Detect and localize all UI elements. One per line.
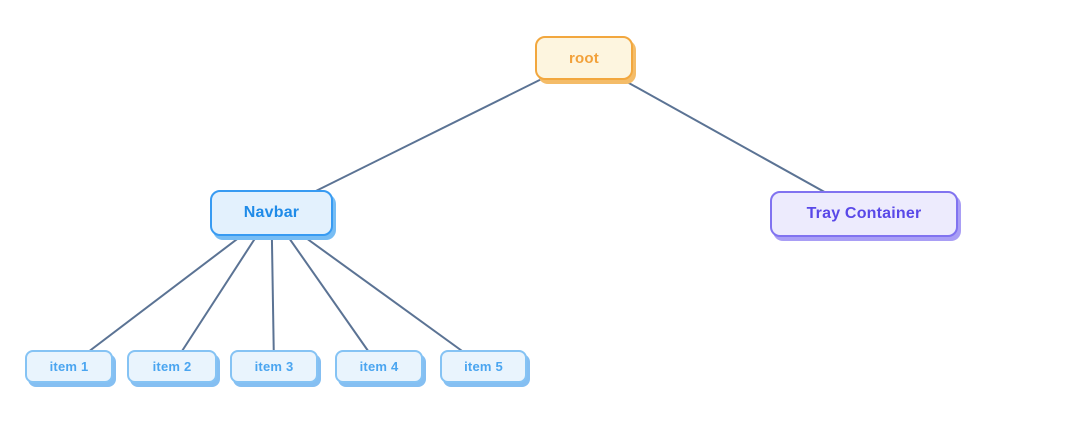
- tree-node-tray[interactable]: Tray Container: [770, 191, 958, 237]
- tree-node-item3[interactable]: item 3: [230, 350, 318, 383]
- tree-edge-navbar-item4: [270, 212, 380, 368]
- tree-node-item2[interactable]: item 2: [127, 350, 217, 383]
- tree-node-item1[interactable]: item 1: [25, 350, 113, 383]
- tree-node-item4[interactable]: item 4: [335, 350, 423, 383]
- tree-node-item5[interactable]: item 5: [440, 350, 527, 383]
- tree-edge-navbar-item5: [270, 212, 485, 368]
- tree-edge-navbar-item1: [68, 212, 273, 368]
- tree-node-root[interactable]: root: [535, 36, 633, 80]
- tree-edge-navbar-item3: [270, 212, 275, 367]
- tree-edge-navbar-item2: [171, 212, 273, 368]
- tree-node-navbar[interactable]: Navbar: [210, 190, 333, 236]
